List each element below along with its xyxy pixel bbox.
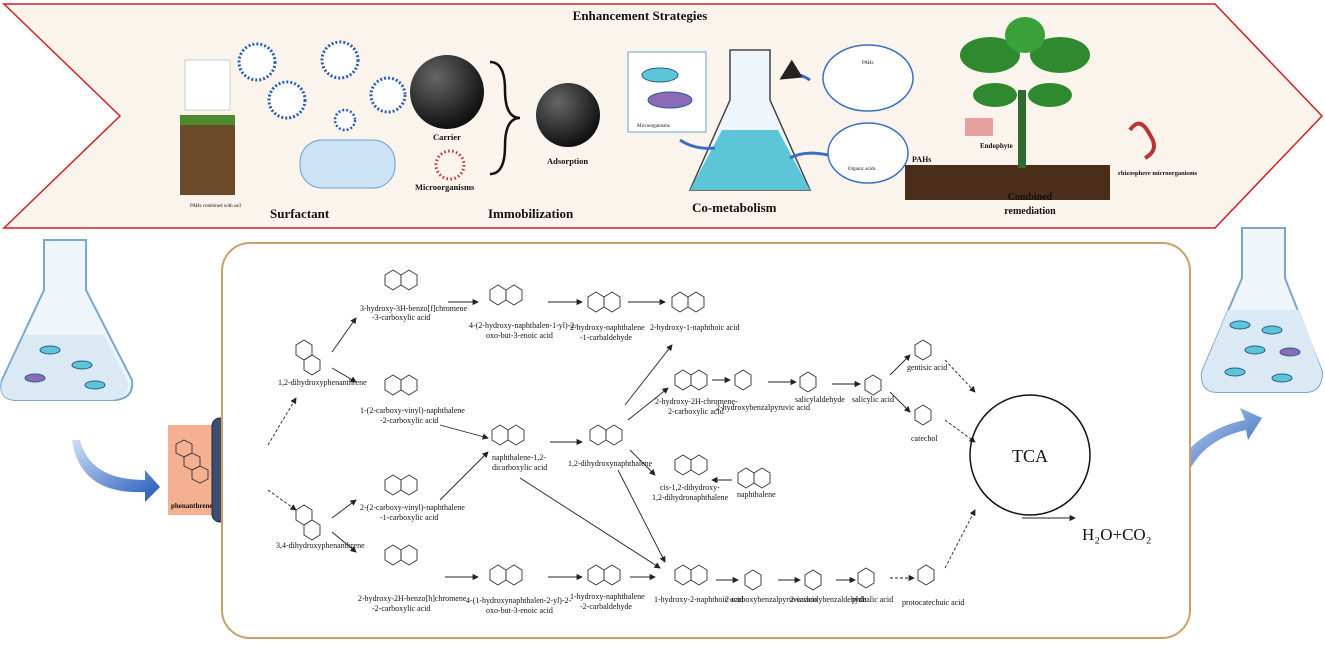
label-4-2hydroxy-2: oxo-but-3-enoic acid [486,331,553,340]
h2o-co2-label: H₂O+CO₂ [1082,525,1152,544]
pathway-arrows [267,298,976,584]
label-1-hydroxy-2-naphthoic: 1-hydroxy-2-naphthoic acid [654,595,744,604]
carrier-ball [410,55,484,129]
organic-acids-label: Organic acids [848,167,876,172]
tca-cycle: TCA H₂O+CO₂ [969,394,1152,544]
label-2h-chromene-2: 2-carboxylic acid [668,407,724,416]
left-curved-arrow [72,440,160,502]
rhizosphere-label: rhizosphere microorganisms [1118,170,1197,177]
strategy-co-metabolism: Co-metabolism [692,200,777,215]
label-2-carboxyvinyl-2: -1-carboxylic acid [380,513,438,522]
microorganisms-label: Microorganisms [415,182,475,192]
strategy-combined-remediation-1: Combined [1008,192,1053,203]
right-curved-arrow [1170,408,1262,480]
immobilization-illustration: Carrier Microorganisms Adsorption [410,55,600,192]
label-salicylic-acid: salicylic acid [852,395,894,404]
right-flask [1200,227,1324,393]
label-4-1hydroxy-2: oxo-but-3-enoic acid [486,606,553,615]
label-phthalic-acid: phthalic acid [852,595,893,604]
label-12-dihydroxynaphthalene: 1,2-dihydroxynaphthalene [568,459,653,468]
label-3-hydroxy-chromene-2: -3-carboxylic acid [372,313,430,322]
strategy-surfactant: Surfactant [270,206,330,221]
adsorption-ball [536,83,600,147]
label-34-dihydroxyphenanthrene: 3,4-dihydroxyphenanthrene [276,541,365,550]
tca-label: TCA [1012,446,1048,466]
surfactant-soil-note: PAHs combined with soil [190,204,242,209]
carrier-label: Carrier [433,132,461,142]
label-naphthalene: naphthalene [737,490,776,499]
label-cis-dihydroxy-1: cis-1,2-dihydroxy- [660,483,720,492]
label-naphthalene-dicarboxylic-2: dicarboxylic acid [492,463,547,472]
label-catechol: catechol [911,434,938,443]
label-naphthalene-dicarboxylic-1: naphthalene-1,2- [492,453,546,462]
label-1hn-2carbaldehyde-2: -2-carbaldehyde [580,602,632,611]
pathway-box [221,242,1191,639]
label-2-hydroxy-benzochromene-2: -2-carboxylic acid [372,604,430,613]
degradation-pathway: 1,2-dihydroxyphenanthrene 3,4-dihydroxyp… [221,242,1191,639]
label-2-hydroxy-1-naphthoic: 2-hydroxy-1-naphthoic acid [650,323,740,332]
label-2-hydroxybenzalpyruvic: 2-hydroxybenzalpyruvic acid [716,403,810,412]
label-2-carboxybenzalpyruvic: 2-carboxybenzalpyruvic acid [725,595,818,604]
pahs-plant-label: PAHs [912,155,931,164]
endophyte-label: Endophyte [980,142,1013,150]
label-cis-dihydroxy-2: 1,2-dihydronaphthalene [652,493,729,502]
enhancement-strategies-banner: Enhancement Strategies PAHs combined wit… [2,3,1324,229]
label-2-carboxybenzaldehyde: 2-carboxybenzaldehyde [790,595,867,604]
co-metabolism-illustration: Microorganisms PAHs Organic acids [627,44,914,191]
co-microorganisms-label: Microorganisms [637,124,670,129]
label-gentisic-acid: gentisic acid [907,363,947,372]
label-4-1hydroxy-1: 4-(1-hydroxynaphthalen-2-yl)-2- [466,596,572,605]
left-flask [0,239,134,401]
molecule-sketches [295,269,935,591]
label-3-hydroxy-chromene-1: 3-hydroxy-3H-benzo[f]chromene [360,304,468,313]
label-2-hydroxy-benzochromene-1: 2-hydroxy-2H-benzo[h]chromene [358,594,467,603]
label-2hn-1carbaldehyde-2: -1-carbaldehyde [580,333,632,342]
label-salicylaldehyde: salicylaldehyde [795,395,845,404]
surfactant-illustration: PAHs combined with soil [180,40,407,209]
strategy-combined-remediation-2: remediation [1004,206,1056,217]
label-12-dihydroxyphenanthrene: 1,2-dihydroxyphenanthrene [278,378,367,387]
adsorption-label: Adsorption [547,156,588,166]
label-2h-chromene-1: 2-hydroxy-2H-chromene- [655,397,738,406]
label-2-carboxyvinyl-1: 2-(2-carboxy-vinyl)-naphthalene [360,503,465,512]
label-4-2hydroxy-1: 4-(2-hydroxy-naphthalen-1-yl)-2- [469,321,577,330]
strategy-immobilization: Immobilization [488,206,574,221]
banner-title: Enhancement Strategies [573,8,708,23]
pahs-label: PAHs [862,61,874,66]
label-1-carboxyvinyl-1: 1-(2-carboxy-vinyl)-naphthalene [360,406,465,415]
label-protocatechuic-acid: protocatechuic acid [902,598,964,607]
membrane-phenanthrene-left: phenanthrene [171,502,213,510]
label-2hn-1carbaldehyde-1: 2-hydroxy-naphthalene [570,323,645,332]
combined-remediation-illustration: PAHs Endophyte rhizosphere microorganism… [905,17,1197,200]
label-1-carboxyvinyl-2: -2-carboxylic acid [380,416,438,425]
label-1hn-2carbaldehyde-1: 1-hydroxy-naphthalene [570,592,645,601]
